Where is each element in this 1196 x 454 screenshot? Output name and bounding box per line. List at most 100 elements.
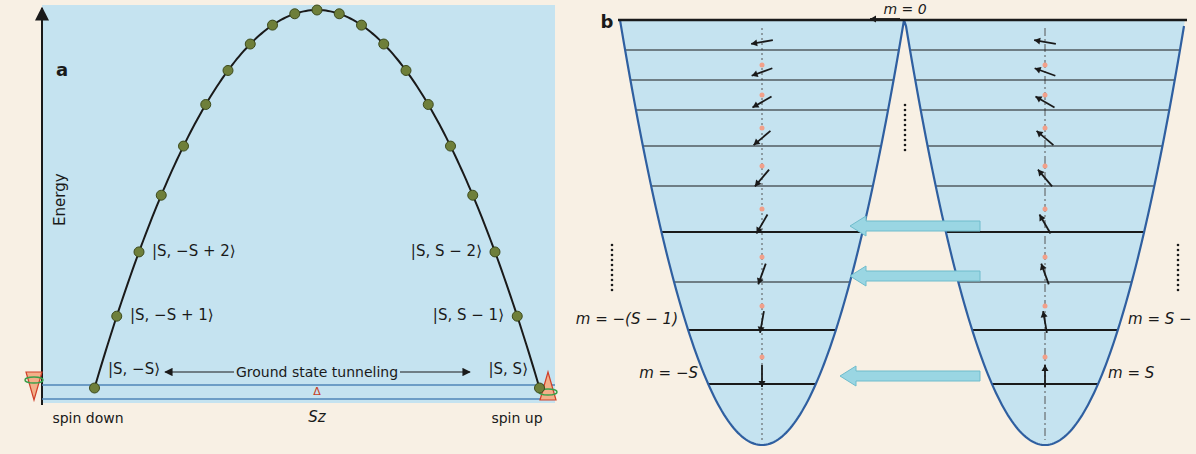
level-label: m = −(S − 1) [574,311,680,328]
spin-arrow [754,131,771,145]
state-label: |S, S⟩ [487,361,531,378]
ground-level-line [42,384,555,386]
energy-level [915,79,1174,80]
spin-arrowhead [1039,214,1045,221]
energy-level [625,49,899,50]
ellipsis-dot [1177,244,1180,247]
energy-level [636,109,888,110]
ellipsis-dot [1177,259,1180,262]
spin-arrowhead [1041,311,1048,318]
panel-letter: b [599,12,616,33]
state-dot [760,355,765,360]
spin-arrow [1037,131,1054,145]
spin-arrow [1040,214,1051,233]
state-dot [312,5,322,15]
ellipsis-dot [1177,249,1180,252]
state-dot [268,20,278,30]
state-dot [245,39,255,49]
spin-arrowhead [752,101,759,107]
state-dot [760,207,765,212]
double-well [611,16,1187,446]
ellipsis-dot [611,274,614,277]
spin-arrowhead [1042,365,1049,371]
axis-label: spin up [489,410,544,426]
spin-arrowhead [1035,67,1042,74]
energy-level [936,185,1155,186]
spin-arrowhead [756,227,762,234]
ellipsis-dot [611,289,614,292]
state-dot [760,255,765,260]
state-label: |S, S − 2⟩ [409,243,484,260]
spin-arrow [755,170,769,187]
ellipsis-dot [611,244,614,247]
state-dot [760,63,765,68]
splitting-label: Δ [311,386,323,399]
spin-arrowhead [1040,264,1047,271]
energy-level [643,145,881,146]
state-dot [1043,304,1048,309]
state-dot [446,141,456,151]
ellipsis-dot [904,144,907,147]
transition-arrow [850,216,980,236]
ellipsis-dot [1177,254,1180,257]
ellipsis-dot [904,149,907,152]
energy-curve [95,10,540,388]
ellipsis-dot [904,134,907,137]
level-label: m = −S [637,365,700,382]
energy-parabola [90,5,545,393]
state-dot [112,311,122,321]
energy-level [972,329,1118,331]
state-dot [357,20,367,30]
state-dot [1043,355,1048,360]
axis-guide [762,28,763,440]
energy-level [928,145,1163,146]
state-dot [423,100,433,110]
ellipsis-dot [904,124,907,127]
state-dot [1043,164,1048,169]
state-label: |S, −S + 1⟩ [128,307,216,324]
well-outline [620,20,1184,445]
spin-arrowhead [759,381,766,387]
level-label: m = S [1106,365,1156,382]
energy-level [674,281,850,282]
spin-arrowhead [757,278,764,285]
ellipsis-dot [611,279,614,282]
energy-axis [41,8,43,405]
ellipsis-dot [904,104,907,107]
state-dot [760,164,765,169]
spin-arrow [757,214,768,233]
ellipsis-dot [611,269,614,272]
state-label: |S, S − 1⟩ [431,307,506,324]
state-dot [512,311,522,321]
energy-level [651,185,873,186]
state-dot [179,141,189,151]
axis-guide [1045,28,1046,440]
spin-cone-icon [25,372,43,400]
energy-level [661,231,862,233]
ellipsis-dot [611,254,614,257]
state-label: |S, −S + 2⟩ [150,243,238,260]
state-dot [535,383,545,393]
axis-title: Energy [51,172,68,229]
axis-label: spin down [50,410,125,426]
ellipsis-dot [904,129,907,132]
spin-arrowhead [1034,38,1041,45]
spin-arrowhead [1037,131,1044,138]
spin-arrowhead [755,180,762,187]
spin-arrowhead [758,326,765,333]
state-dot [760,304,765,309]
state-dot [201,100,211,110]
level-label: m = S − 1 [1126,311,1196,328]
ellipsis-dot [904,114,907,117]
spin-arrowhead [754,139,761,146]
state-dot [134,247,144,257]
level-label: m = 0 [881,1,928,17]
state-dot [760,126,765,131]
state-dot [1043,63,1048,68]
energy-level [958,281,1131,282]
state-dot [1043,207,1048,212]
state-dot [156,190,166,200]
state-dot [1043,93,1048,98]
